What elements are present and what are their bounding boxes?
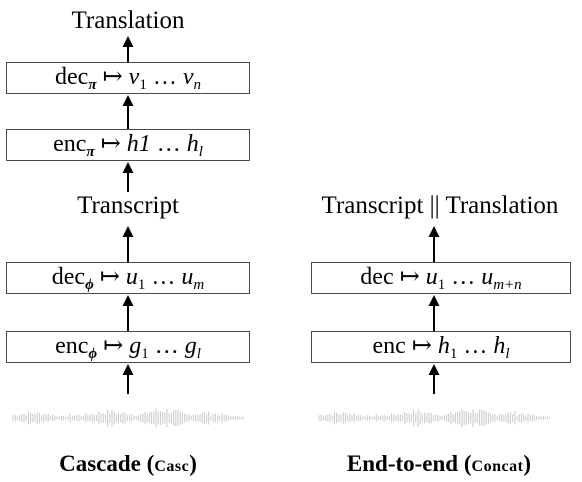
right-enc-box: enc ↦ h1 … hl <box>311 331 571 363</box>
left-audio-waveform-icon <box>12 408 244 428</box>
left-arrow-3 <box>122 162 134 192</box>
left-dec-pi-box: decπ ↦ v1 … vn <box>6 62 250 94</box>
right-audio-waveform-icon <box>318 408 550 428</box>
right-top-label: Transcript || Translation <box>321 192 559 219</box>
left-dec-phi-box: decϕ ↦ u1 … um <box>6 262 250 294</box>
left-arrow-6 <box>122 364 134 394</box>
left-arrow-4 <box>122 226 134 262</box>
left-enc-pi-box: encπ ↦ h1 … hl <box>6 129 250 161</box>
left-arrow-2 <box>122 95 134 129</box>
right-dec-box: dec ↦ u1 … um+n <box>311 262 571 294</box>
right-arrow-2 <box>428 295 440 331</box>
left-arrow-5 <box>122 295 134 331</box>
left-arrow-1 <box>122 36 134 62</box>
left-caption: Cascade (Casc) <box>59 451 197 476</box>
left-enc-phi-box: encϕ ↦ g1 … gl <box>6 331 250 363</box>
left-translation-label: Translation <box>71 7 185 34</box>
left-transcript-label: Transcript <box>77 192 179 219</box>
right-caption: End-to-end (Concat) <box>346 451 532 476</box>
right-arrow-3 <box>428 364 440 394</box>
right-arrow-1 <box>428 226 440 262</box>
